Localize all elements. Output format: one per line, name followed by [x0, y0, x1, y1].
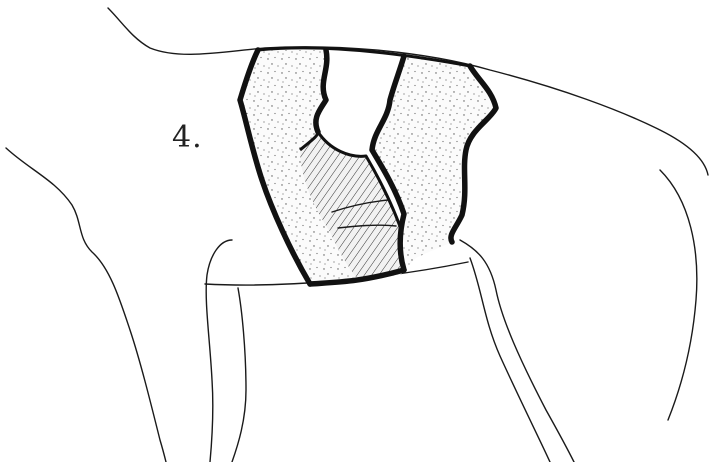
- figure-label: 4.: [172, 120, 203, 155]
- neck-outline: [6, 148, 166, 462]
- hindleg-front-outline: [460, 240, 574, 462]
- foreleg-outline: [232, 288, 246, 462]
- shoulder-outline: [206, 240, 232, 462]
- hindleg-back-outline: [470, 258, 550, 462]
- thigh-outline: [660, 170, 697, 420]
